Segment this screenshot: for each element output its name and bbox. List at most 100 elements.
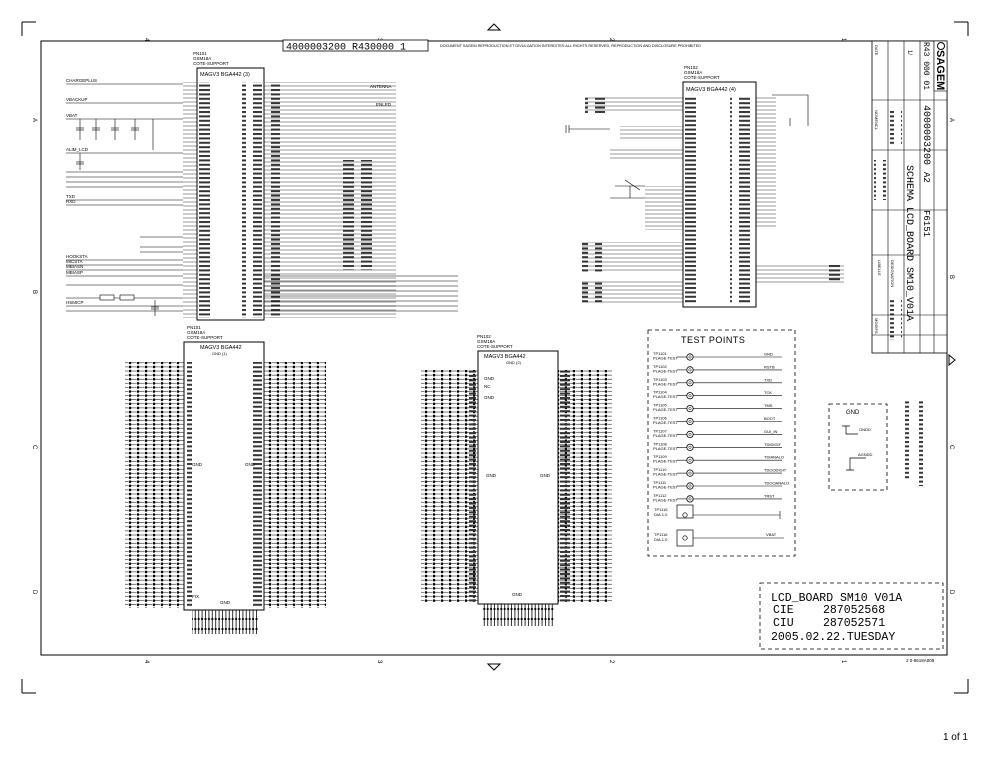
svg-text:GNDD: GNDD <box>859 427 871 432</box>
tp-ref: TP1112 <box>653 493 667 498</box>
tp-pad-icon <box>686 430 694 438</box>
pn101-long-nets <box>264 275 458 312</box>
zone-left-b: B <box>31 290 37 294</box>
net-txd: TXD <box>66 194 76 199</box>
tp-type: PLAGE-TEST <box>653 459 678 464</box>
pn101b-sub2: COTE-SUPPORT <box>187 335 223 340</box>
zone-top-3: 2 <box>608 38 614 42</box>
pn101a-ref: PN101 <box>193 51 207 56</box>
tp-pad-inner-icon <box>688 381 692 385</box>
net-mbiasp: MBIASP <box>66 270 83 275</box>
zone-left-c: C <box>31 445 37 450</box>
tp-pad-inner-icon <box>688 368 692 372</box>
svg-text:GND: GND <box>245 462 256 467</box>
pn102-signal-chip: PN102 GSM18A COTE-SUPPORT MAGV3 BGA442 (… <box>565 65 844 308</box>
tp-ref: TP1107 <box>653 428 667 433</box>
tp-type: PLAGE-TEST <box>653 356 678 361</box>
tp-pad-inner-icon <box>688 355 692 359</box>
stamp-cie-value: 287052568 <box>823 604 885 617</box>
tp-pad-icon <box>686 392 694 400</box>
page-footer: 1 of 1 <box>942 732 968 743</box>
net-chargeplus: CHARGEPLUS <box>66 78 97 83</box>
tp-pad-icon <box>686 353 694 361</box>
tp-ref: TP1105 <box>653 403 667 408</box>
pn101-signal-chip: PN101 GSM18A COTE-SUPPORT MAGV3 BGA442 (… <box>183 51 396 321</box>
tp-pad-inner-icon <box>688 432 692 436</box>
net-alim-lcd: ALIM_LCD <box>66 147 89 152</box>
tp-net: BOOT <box>764 416 776 421</box>
tp-pad-icon <box>686 404 694 413</box>
net-enled: ENLED <box>376 102 392 107</box>
tp-net: GUI_IN <box>764 429 777 434</box>
test-points-title: TEST POINTS <box>681 335 745 345</box>
tb-ref-code: F6151 <box>921 210 931 237</box>
svg-text:DESIGNATION: DESIGNATION <box>890 260 895 287</box>
net-antenna: ANTENNA <box>370 84 392 89</box>
tp-type: PLAGE-TEST <box>653 394 678 399</box>
tp-ref: TP1108 <box>653 441 667 446</box>
svg-text:LIBELLE: LIBELLE <box>877 260 882 276</box>
tp-pad-icon <box>686 379 694 387</box>
pn102b-title: MAGV3 BGA442 <box>484 354 526 360</box>
stamp-board: LCD_BOARD SM10 V01A <box>771 592 902 605</box>
pn102b-ref: PN102 <box>477 334 491 339</box>
tp-pad-icon <box>686 456 694 464</box>
tp-pad-inner-icon <box>688 458 692 462</box>
pn101a-title: MAGV3 BGA442 (3) <box>200 72 250 78</box>
tp-net: TDIANALO <box>764 455 784 460</box>
pn101a-sub1: GSM18A <box>193 56 211 61</box>
stamp-ciu-value: 287052571 <box>823 617 885 630</box>
gnd-box-title: GND <box>846 410 860 416</box>
tp-ref: TP1101 <box>653 351 667 356</box>
net-rxd: RXD <box>66 199 76 204</box>
tb-rev-id: R43 000 01 <box>921 42 930 90</box>
pn102a-sub1: GSM18A <box>684 70 702 75</box>
zone-right-a: A <box>948 118 954 122</box>
tp-type: PLAGE-TEST <box>653 485 678 490</box>
pn101b-title: MAGV3 BGA442 <box>200 345 242 351</box>
brand-logo-icon <box>937 42 945 50</box>
tb-schema: SCHEMA LCD_BOARD SM10_V01A <box>903 165 914 321</box>
svg-text:TP1116: TP1116 <box>654 532 668 537</box>
tp-net: GND <box>764 352 773 357</box>
tp-pad-icon <box>686 443 694 451</box>
pn101b-ref: PN101 <box>187 325 201 330</box>
tp-ref: TP1103 <box>653 377 667 382</box>
tp-mech-2: TP1116 DIA.1.0 VBAT <box>654 529 784 547</box>
tb-folio: 1/ <box>906 50 912 55</box>
zone-right-b: B <box>948 275 954 279</box>
pn102-gnd-chip: PN102 GSM18A COTE-SUPPORT MAGV3 BGA442 G… <box>421 334 612 626</box>
tp-type: PLAGE-TEST <box>653 497 678 502</box>
tp-pad-inner-icon <box>688 497 692 501</box>
tp-type: PLAGE-TEST <box>653 472 678 477</box>
test-points-panel: TEST POINTS TP1101PLAGE-TESTGNDTP1102PLA… <box>647 329 796 557</box>
pn102a-sub2: COTE-SUPPORT <box>684 75 720 80</box>
svg-text:GND: GND <box>540 473 551 478</box>
pn102a-ref: PN102 <box>684 65 698 70</box>
tp-ref: TP1109 <box>653 454 667 459</box>
doc-number: 4000003200 R430000 1 <box>286 43 406 54</box>
tb-doc-id: 4000003200 <box>920 105 931 165</box>
tp-pad-icon <box>686 417 694 426</box>
stamp-cie-label: CIE <box>773 604 794 617</box>
gnd-symbol-box: GND GNDD AGNDD <box>828 403 888 491</box>
tp-type: PLAGE-TEST <box>653 446 678 451</box>
net-hsmicp: HSMICP <box>66 300 84 305</box>
svg-text:VBAT: VBAT <box>766 532 777 537</box>
tp-type: PLAGE-TEST <box>653 368 678 373</box>
tp-ref: TP1106 <box>653 416 667 421</box>
tp-pad-inner-icon <box>688 445 692 449</box>
pn102b-sub1: GSM18A <box>477 339 495 344</box>
tp-ref: TP1104 <box>653 390 667 395</box>
zone-left-a: A <box>31 118 37 122</box>
tp-ref: TP1102 <box>653 364 667 369</box>
pn102a-title: MAGV3 BGA442 (4) <box>686 87 736 93</box>
